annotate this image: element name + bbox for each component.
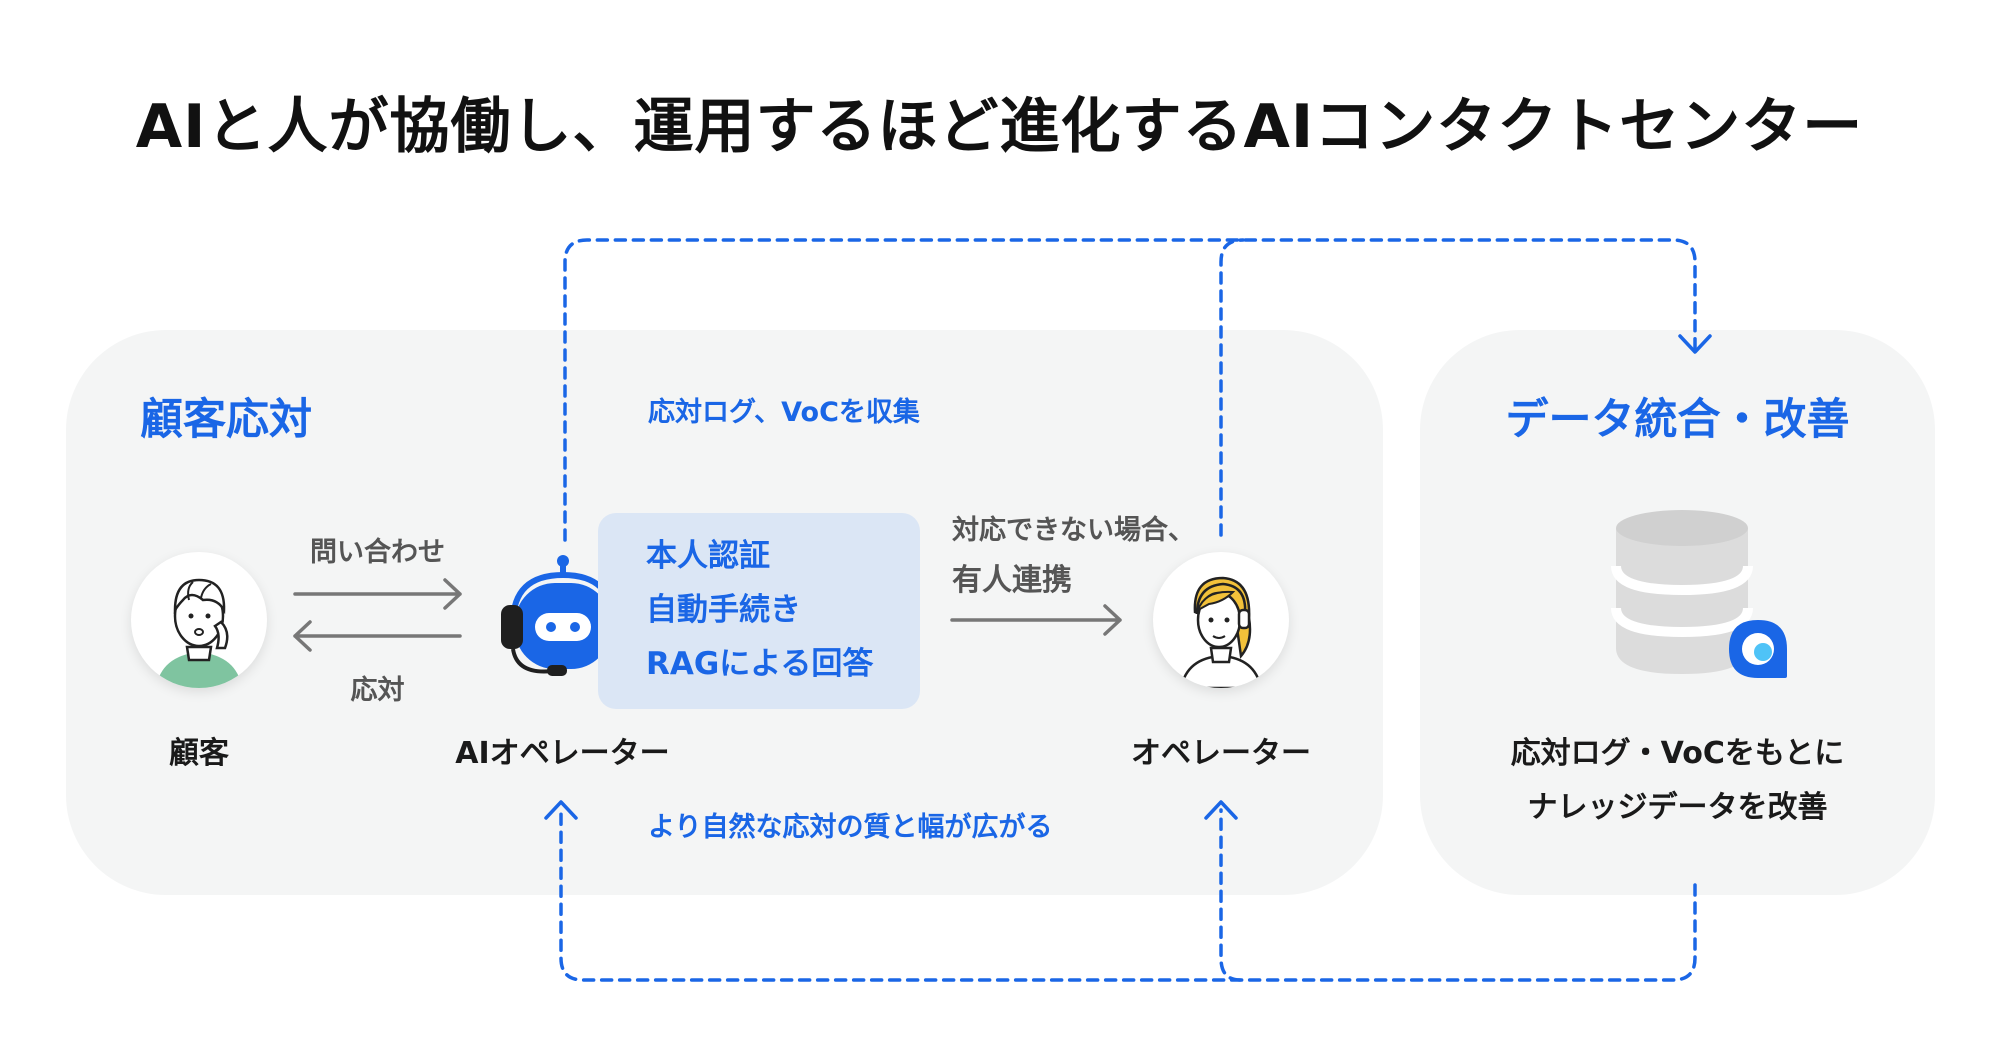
loop-ai-to-data [563, 238, 1697, 542]
response-arrow [293, 620, 462, 652]
chat-bubble-icon [1725, 616, 1791, 682]
data-improvement-heading: データ統合・改善 [1505, 395, 1850, 445]
customer-response-heading: 顧客応対 [140, 395, 312, 445]
inquiry-arrow [293, 578, 462, 610]
response-label: 応対 [350, 675, 405, 706]
ai-feature-box: 本人認証 自動手続き RAGによる回答 [598, 513, 920, 709]
operator-label: オペレーター [1131, 736, 1311, 771]
inquiry-label: 問い合わせ [310, 537, 445, 568]
feature-identity-verification: 本人認証 [646, 538, 770, 574]
page-title: AIと人が協働し、運用するほど進化するAIコンタクトセンター [135, 92, 1864, 162]
improvement-caption-line2: ナレッジデータを改善 [1527, 790, 1828, 825]
collect-log-label: 応対ログ、VoCを収集 [648, 397, 920, 428]
arrowhead-up-ai [544, 800, 578, 820]
loop-data-to-ai [559, 808, 1697, 982]
customer-avatar-icon [131, 552, 267, 688]
escalation-arrow [950, 604, 1122, 636]
escalation-label-line1: 対応できない場合、 [952, 515, 1195, 546]
customer-label: 顧客 [169, 736, 229, 771]
arrowhead-up-operator [1204, 800, 1238, 820]
loop-data-to-operator [1219, 808, 1242, 982]
escalation-label-line2: 有人連携 [952, 563, 1072, 598]
improvement-caption-line1: 応対ログ・VoCをもとに [1510, 736, 1845, 771]
database-icon [1610, 508, 1800, 678]
ai-operator-label: AIオペレーター [455, 736, 670, 771]
feature-rag-answer: RAGによる回答 [646, 646, 874, 682]
feature-automated-procedure: 自動手続き [646, 592, 801, 628]
operator-avatar-icon [1153, 552, 1289, 688]
quality-expansion-label: より自然な応対の質と幅が広がる [648, 812, 1053, 843]
loop-operator-to-data [1219, 238, 1245, 537]
arrowhead-down-data [1678, 334, 1712, 354]
